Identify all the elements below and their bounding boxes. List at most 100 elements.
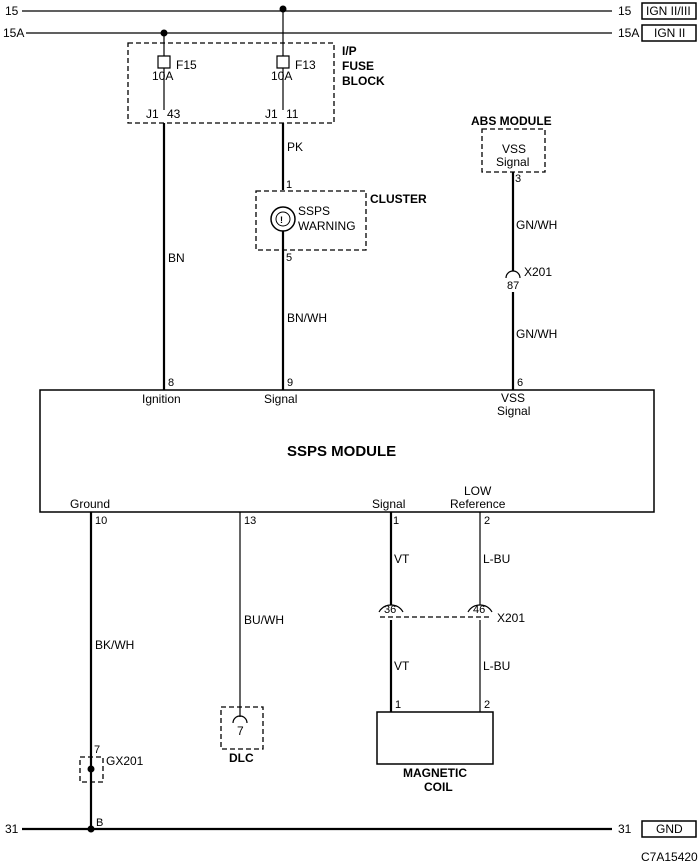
module-pin-dlc: 13 <box>244 515 256 527</box>
abs-module: ABS MODULE VSS Signal 3 <box>471 114 552 185</box>
ground-splice-label: B <box>96 817 103 829</box>
ground-splice-dot <box>87 825 95 833</box>
rail-15-left-label: 15 <box>5 4 19 18</box>
ign-2-tag <box>641 24 697 42</box>
fuse-block-outline <box>127 42 335 124</box>
abs-module-pin: 3 <box>515 173 521 185</box>
rail-gnd-right-label: 31 <box>618 822 632 836</box>
ign-2-3-tag <box>641 2 697 20</box>
fuse-f15-icon <box>157 55 171 69</box>
gx201-pin: 7 <box>94 744 100 756</box>
fuse-f15-rating: 10A <box>152 69 173 83</box>
x201-lbu-connector-icon <box>467 604 493 613</box>
gnd-tag-label: GND <box>656 822 683 836</box>
dlc-outline <box>220 706 264 750</box>
ign-2-3-tag-label: IGN II/III <box>646 4 691 18</box>
module-label-vss-2: Signal <box>497 404 530 418</box>
module-pin-ignition: 8 <box>168 377 174 389</box>
rail-gnd-left-label: 31 <box>5 822 19 836</box>
wire-bn-wh-label: BN/WH <box>287 311 327 325</box>
module-pin-vss: 6 <box>517 377 523 389</box>
module-label-ignition: Ignition <box>142 392 181 406</box>
fuse-f13-rating: 10A <box>271 69 292 83</box>
rail-15a-left-label: 15A <box>3 26 24 40</box>
dlc-pin: 7 <box>237 724 244 738</box>
splice-dot <box>160 29 168 37</box>
coil-pin-2: 2 <box>484 699 490 711</box>
fuse-f13-connector: J1 <box>265 107 278 121</box>
ign-2-tag-label: IGN II <box>654 26 685 40</box>
gnd-tag <box>641 820 697 838</box>
abs-module-line1: VSS <box>502 142 526 156</box>
fuse-f15-name: F15 <box>176 58 197 72</box>
module-pin-ground: 10 <box>95 515 107 527</box>
warning-lamp-inner <box>275 211 291 227</box>
fuse-block-title-1: I/P <box>342 44 357 58</box>
module-label-signal: Signal <box>264 392 297 406</box>
gx201-label: GX201 <box>106 754 144 768</box>
fuse-f13-pin: 11 <box>286 107 299 121</box>
wire-bk-wh-label: BK/WH <box>95 638 134 652</box>
fuse-f15-pin: 43 <box>167 107 181 121</box>
module-pin-signal-out: 1 <box>393 515 399 527</box>
dlc-connector-icon <box>232 715 248 724</box>
rail-gnd: 31 31 GND <box>5 820 697 838</box>
warning-lamp-icon <box>270 206 296 232</box>
module-pin-low: 2 <box>484 515 490 527</box>
coil-title-1: MAGNETIC <box>403 766 467 780</box>
ssps-module: SSPS MODULE 8 Ignition 9 Signal 6 VSS Si… <box>39 377 655 527</box>
wire-vt-1-label: VT <box>394 552 410 566</box>
fuse-block: I/P FUSE BLOCK F15 10A J1 43 F13 10A J1 … <box>127 5 385 124</box>
diagram-code: C7A15420 <box>641 850 698 864</box>
dlc: 7 DLC <box>220 706 264 765</box>
x201-label: X201 <box>524 265 552 279</box>
cluster-pin-in: 1 <box>286 179 292 191</box>
rail-15-right-label: 15 <box>618 4 632 18</box>
warning-symbol-icon: ! <box>280 215 283 225</box>
cluster-lamp-line1: SSPS <box>298 204 330 218</box>
wire-lbu-2-label: L-BU <box>483 659 510 673</box>
wire-bn-label: BN <box>168 251 185 265</box>
cluster-outline <box>255 190 367 251</box>
magnetic-coil: 1 2 MAGNETIC COIL <box>376 699 494 794</box>
fuse-f13-icon <box>276 55 290 69</box>
x201-connector-icon <box>505 270 521 279</box>
wire-gn-wh-1-label: GN/WH <box>516 218 557 232</box>
cluster-lamp-line2: WARNING <box>298 219 356 233</box>
wire-bu-wh-label: BU/WH <box>244 613 284 627</box>
fuse-f13-name: F13 <box>295 58 316 72</box>
wire-pk-label: PK <box>287 140 303 154</box>
ssps-module-outline <box>39 389 655 513</box>
wire-lbu-1-label: L-BU <box>483 552 510 566</box>
cluster-title: CLUSTER <box>370 192 427 206</box>
module-label-low-1: LOW <box>464 484 492 498</box>
splice-dot <box>279 5 287 13</box>
x201-pin-vt: 36 <box>384 604 396 616</box>
magnetic-coil-outline <box>376 711 494 765</box>
ssps-module-title: SSPS MODULE <box>287 443 396 460</box>
abs-module-title: ABS MODULE <box>471 114 552 128</box>
x201-pin-vss: 87 <box>507 280 519 292</box>
dlc-title: DLC <box>229 751 254 765</box>
coil-pin-1: 1 <box>395 699 401 711</box>
wire-vt-2-label: VT <box>394 659 410 673</box>
coil-title-2: COIL <box>424 780 453 794</box>
cluster-pin-out: 5 <box>286 252 292 264</box>
module-pin-signal: 9 <box>287 377 293 389</box>
x201-vt-connector-icon <box>378 604 404 613</box>
module-label-vss-1: VSS <box>501 391 525 405</box>
x201-pin-lbu: 46 <box>473 604 485 616</box>
abs-module-line2: Signal <box>496 155 529 169</box>
fuse-block-title-3: BLOCK <box>342 74 385 88</box>
rail-15a: 15A 15A IGN II <box>3 24 697 42</box>
fuse-f15-connector: J1 <box>146 107 159 121</box>
module-label-low-2: Reference <box>450 497 506 511</box>
fuse-block-title-2: FUSE <box>342 59 374 73</box>
rail-15a-right-label: 15A <box>618 26 639 40</box>
x201-b-label: X201 <box>497 611 525 625</box>
wire-gn-wh-2-label: GN/WH <box>516 327 557 341</box>
gx201-outline <box>79 756 104 783</box>
x201-connector-b: 36 46 X201 <box>378 604 525 625</box>
module-label-ground: Ground <box>70 497 110 511</box>
